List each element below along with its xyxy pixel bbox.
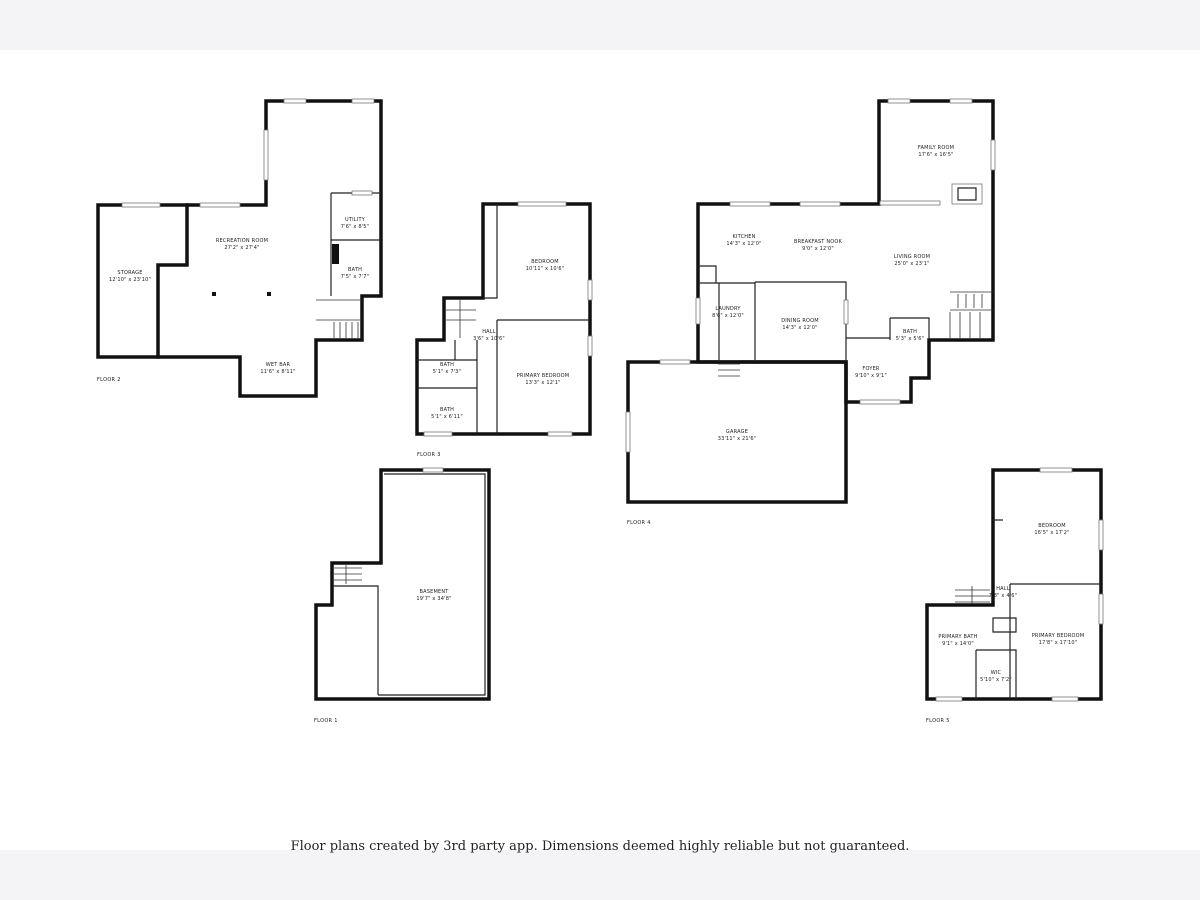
- floor4-bath-dims: 5'3" x 5'6": [896, 336, 924, 342]
- floor2-label: FLOOR 2: [97, 377, 121, 383]
- disclaimer-note: Floor plans created by 3rd party app. Di…: [290, 839, 910, 854]
- floor4-dining-dims: 14'3" x 12'0": [782, 325, 817, 331]
- floor4-laundry-name: LAUNDRY: [715, 306, 741, 312]
- floor4-family-dims: 17'6" x 16'5": [918, 152, 953, 158]
- floor2-utility-dims: 7'6" x 8'5": [341, 224, 369, 230]
- floor-3-plan: [415, 201, 593, 437]
- floor4-living-dims: 25'0" x 23'1": [894, 261, 929, 267]
- floor5-bedroom-name: BEDROOM: [1038, 523, 1066, 529]
- floor4-living-name: LIVING ROOM: [894, 254, 930, 260]
- floor2-utility-name: UTILITY: [345, 217, 366, 223]
- floor3-bath2-name: BATH: [440, 407, 454, 413]
- floor4-laundry-dims: 8'6" x 12'0": [712, 313, 744, 319]
- floor4-label: FLOOR 4: [627, 520, 651, 526]
- floor4-dining-name: DINING ROOM: [781, 318, 819, 324]
- floor1-basement-dims: 19'7" x 34'8": [416, 596, 451, 602]
- floor5-label: FLOOR 5: [926, 718, 950, 724]
- floor4-breakfast-name: BREAKFAST NOOK: [794, 239, 843, 245]
- floor5-primarybath-name: PRIMARY BATH: [938, 634, 977, 640]
- floor-2-plan: [96, 98, 383, 398]
- floor1-label: FLOOR 1: [314, 718, 338, 724]
- floor4-kitchen-name: KITCHEN: [732, 234, 755, 240]
- floor4-family-name: FAMILY ROOM: [918, 145, 954, 151]
- floor5-primarybath-dims: 9'1" x 14'0": [942, 641, 974, 647]
- floor4-breakfast-dims: 9'0" x 12'0": [802, 246, 834, 252]
- floor-plans-drawing: RECREATION ROOM 27'2" x 27'4" STORAGE 12…: [96, 98, 1104, 724]
- floor3-bath2-dims: 5'1" x 6'11": [431, 414, 463, 420]
- floor2-bath-name: BATH: [348, 267, 362, 273]
- floor-4-plan: [625, 98, 996, 504]
- floor5-wic-name: WIC: [991, 670, 1002, 676]
- floor5-hall-name: HALL: [996, 586, 1010, 592]
- floor4-garage-dims: 33'11" x 21'6": [718, 436, 757, 442]
- floor2-wetbar-name: WET BAR: [266, 362, 291, 368]
- floor5-primary-name: PRIMARY BEDROOM: [1032, 633, 1085, 639]
- floor2-recreation-dims: 27'2" x 27'4": [224, 245, 259, 251]
- floor3-bath1-dims: 5'1" x 7'3": [433, 369, 461, 375]
- floor3-hall-dims: 3'6" x 10'6": [473, 336, 505, 342]
- floor-5-plan: [925, 467, 1104, 702]
- floor4-kitchen-dims: 14'3" x 12'0": [726, 241, 761, 247]
- floor2-recreation-name: RECREATION ROOM: [216, 238, 268, 244]
- floor4-foyer-name: FOYER: [862, 366, 880, 372]
- floor3-primary-name: PRIMARY BEDROOM: [517, 373, 570, 379]
- floor2-wetbar-dims: 11'6" x 8'11": [260, 369, 295, 375]
- floor-1-plan: [314, 467, 491, 701]
- floor4-garage-name: GARAGE: [726, 429, 748, 435]
- floor5-bedroom-dims: 16'5" x 17'2": [1034, 530, 1069, 536]
- floor3-bath1-name: BATH: [440, 362, 454, 368]
- floor3-bedroom-name: BEDROOM: [531, 259, 559, 265]
- floor2-storage-name: STORAGE: [117, 270, 142, 276]
- floor-plan-sheet: RECREATION ROOM 27'2" x 27'4" STORAGE 12…: [0, 50, 1200, 854]
- floor1-basement-name: BASEMENT: [419, 589, 449, 595]
- floor2-bath-dims: 7'5" x 7'7": [341, 274, 369, 280]
- floor3-hall-name: HALL: [482, 329, 496, 335]
- floor3-primary-dims: 13'3" x 12'1": [525, 380, 560, 386]
- floor4-bath-name: BATH: [903, 329, 917, 335]
- floor5-primary-dims: 17'8" x 17'10": [1039, 640, 1078, 646]
- floor3-label: FLOOR 3: [417, 452, 441, 458]
- floor5-hall-dims: 7'8" x 4'6": [989, 593, 1017, 599]
- floor5-wic-dims: 5'10" x 7'2": [980, 677, 1012, 683]
- floor3-bedroom-dims: 10'11" x 10'6": [526, 266, 565, 272]
- floor2-storage-dims: 12'10" x 23'10": [109, 277, 151, 283]
- floor4-foyer-dims: 9'10" x 9'1": [855, 373, 887, 379]
